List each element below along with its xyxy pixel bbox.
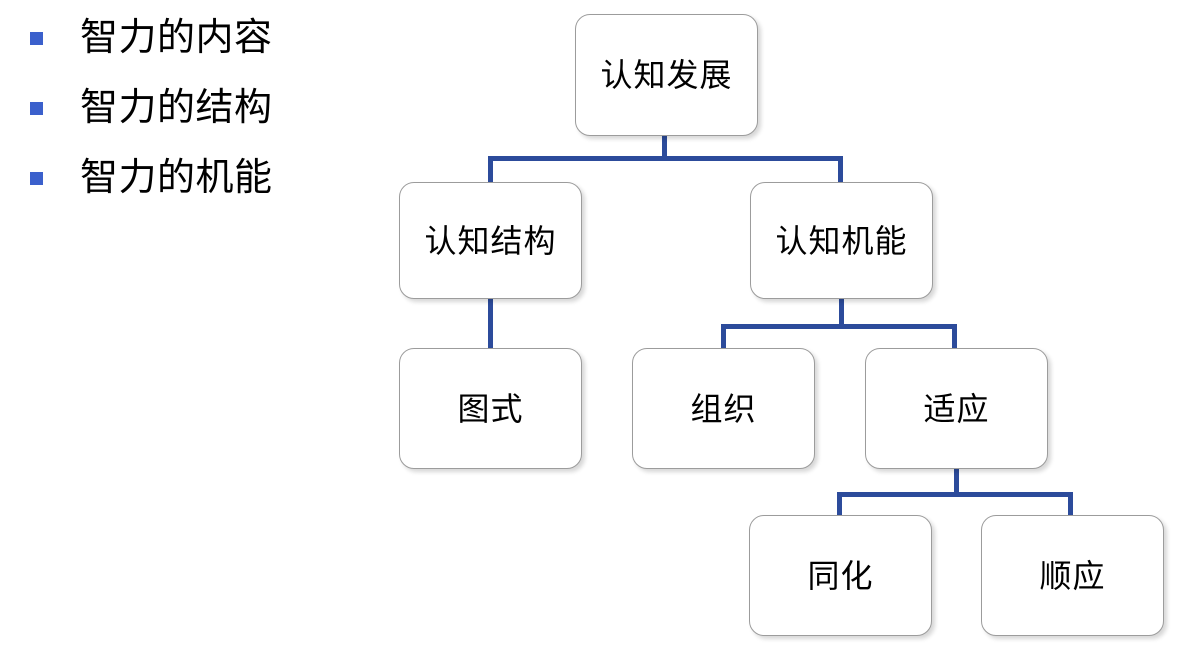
connector-to-assimilate [837, 492, 842, 518]
bullet-label: 智力的内容 [80, 17, 273, 59]
node-label: 同化 [807, 557, 874, 594]
connector-to-organize [721, 324, 726, 350]
connector-adapt-bar [837, 492, 1073, 497]
node-organization[interactable]: 组织 [632, 348, 815, 469]
node-assimilation[interactable]: 同化 [749, 515, 932, 636]
list-item: 智力的结构 [30, 82, 273, 134]
node-label: 顺应 [1039, 557, 1106, 594]
list-item: 智力的内容 [30, 12, 273, 64]
node-label: 组织 [690, 390, 757, 427]
connector-function-stem [839, 298, 844, 326]
connector-to-accommodate [1068, 492, 1073, 518]
connector-to-structure [488, 156, 493, 185]
connector-structure-to-schema [488, 298, 493, 350]
node-label: 认知发展 [600, 57, 733, 93]
node-schema[interactable]: 图式 [399, 348, 582, 469]
node-cognitive-development[interactable]: 认知发展 [575, 14, 758, 136]
connector-root-bar [488, 156, 843, 161]
connector-root-stem [662, 135, 667, 161]
square-bullet-icon [30, 31, 43, 45]
node-cognitive-function[interactable]: 认知机能 [750, 182, 933, 299]
node-label: 认知结构 [424, 222, 557, 259]
connector-adapt-stem [954, 468, 959, 496]
node-label: 图式 [457, 390, 524, 427]
connector-to-adapt [952, 324, 957, 350]
node-label: 适应 [923, 390, 990, 427]
bullet-label: 智力的结构 [80, 87, 273, 129]
node-cognitive-structure[interactable]: 认知结构 [399, 182, 582, 299]
node-label: 认知机能 [775, 222, 908, 259]
bullet-label: 智力的机能 [80, 157, 273, 199]
list-item: 智力的机能 [30, 152, 273, 204]
connector-to-function [838, 156, 843, 185]
connector-function-bar [721, 324, 957, 329]
node-accommodation[interactable]: 顺应 [981, 515, 1164, 636]
node-adaptation[interactable]: 适应 [865, 348, 1048, 469]
square-bullet-icon [30, 101, 43, 115]
square-bullet-icon [30, 171, 43, 185]
